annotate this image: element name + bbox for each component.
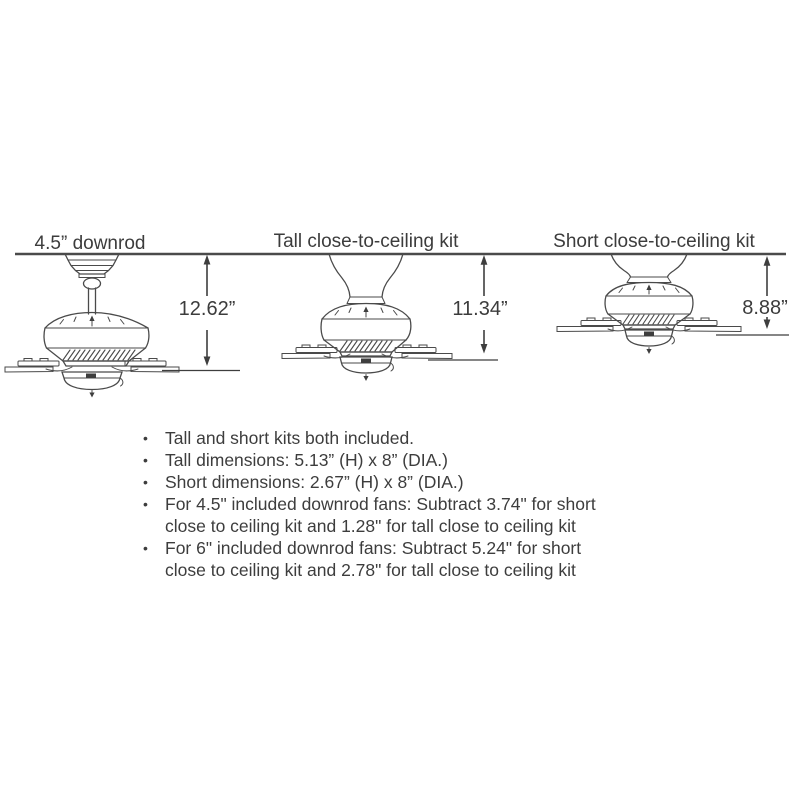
bullet-dot: • [143, 452, 148, 468]
blades-right [111, 358, 180, 373]
bullet-dot: • [143, 430, 148, 446]
blades-right [381, 344, 453, 360]
label-downrod: 4.5” downrod [35, 233, 146, 254]
note-text-included: Tall and short kits both included. [165, 428, 415, 448]
blades-left [4, 358, 73, 373]
note-text-subtract-6: For 6" included downrod fans: Subtract 5… [165, 538, 582, 580]
note-item-3: • Short dimensions: 2.67” (H) x 8” (DIA.… [143, 471, 743, 493]
dimension-tall-kit: 11.34” [428, 255, 508, 361]
label-tall-kit: Tall close-to-ceiling kit [274, 231, 460, 252]
dimension-downrod: 12.62” [162, 254, 240, 372]
notes-list: • Tall and short kits both included. • T… [143, 427, 743, 581]
fan-drawing-downrod [4, 253, 180, 398]
dimension-value-short-kit: 8.88” [742, 297, 788, 319]
note-text-short-dimensions: Short dimensions: 2.67” (H) x 8” (DIA.) [165, 472, 464, 492]
bullet-dot: • [143, 540, 148, 556]
note-item-5: • For 6" included downrod fans: Subtract… [143, 537, 743, 581]
fan-drawing-short-kit [556, 253, 742, 354]
bullet-dot: • [143, 496, 148, 512]
note-text-subtract-4-5: For 4.5" included downrod fans: Subtract… [165, 494, 596, 536]
dimension-value-downrod: 12.62” [179, 298, 236, 320]
note-item-4: • For 4.5" included downrod fans: Subtra… [143, 493, 743, 537]
blades-left [281, 344, 351, 360]
blades-left [556, 317, 633, 333]
blades-right [665, 317, 742, 333]
note-item-1: • Tall and short kits both included. [143, 427, 743, 449]
note-item-2: • Tall dimensions: 5.13” (H) x 8” (DIA.) [143, 449, 743, 471]
fan-drawing-tall-kit [281, 253, 453, 381]
dimension-value-tall-kit: 11.34” [452, 298, 507, 320]
note-text-tall-dimensions: Tall dimensions: 5.13” (H) x 8” (DIA.) [165, 450, 448, 470]
dimension-short-kit: 8.88” [716, 256, 789, 336]
label-short-kit: Short close-to-ceiling kit [553, 231, 755, 252]
bullet-dot: • [143, 474, 148, 490]
